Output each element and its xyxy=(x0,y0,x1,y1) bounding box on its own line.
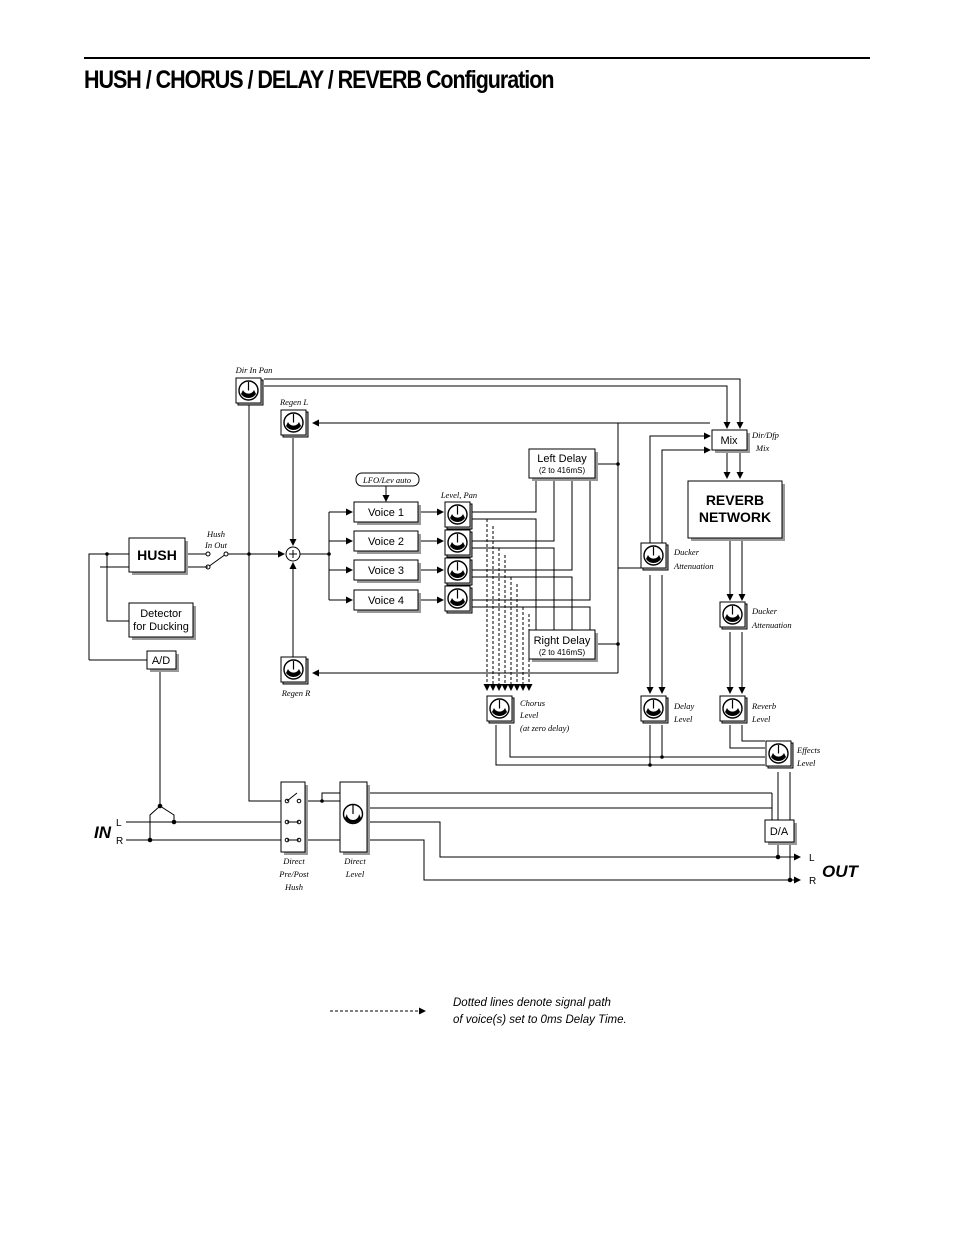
reverb-network-block: REVERB NETWORK xyxy=(687,480,785,541)
left-delay-block: Left Delay (2 to 416mS) xyxy=(528,448,598,481)
level-pan-3-knob-icon xyxy=(444,557,473,586)
hush-in-out-label-1: Hush xyxy=(206,529,225,539)
chorus-level-label-2: Level xyxy=(519,710,539,720)
right-delay-block: Right Delay (2 to 416mS) xyxy=(528,629,598,662)
direct-level-label-1: Direct xyxy=(343,856,366,866)
ducker-1-label-1: Ducker xyxy=(673,547,700,557)
voice-4-label: Voice 4 xyxy=(368,595,404,607)
legend-line-1: Dotted lines denote signal path xyxy=(453,997,611,1009)
chorus-level-knob-icon xyxy=(486,695,515,724)
ducker-1-knob-icon xyxy=(640,542,669,571)
ad-label: A/D xyxy=(152,655,170,667)
detector-label-1: Detector xyxy=(140,608,182,620)
ducker-1-label-2: Attenuation xyxy=(673,561,714,571)
mix-block: Mix xyxy=(711,429,750,453)
ducker-2-knob-icon xyxy=(719,601,748,630)
delay-level-label-2: Level xyxy=(673,714,693,724)
right-delay-range: (2 to 416mS) xyxy=(539,648,586,657)
dir-in-pan-label: Dir In Pan xyxy=(235,365,273,375)
left-delay-range: (2 to 416mS) xyxy=(539,466,586,475)
legend-line-2: of voice(s) set to 0ms Delay Time. xyxy=(453,1014,627,1026)
regen-l-label: Regen L xyxy=(279,397,308,407)
hush-in-out-label-2: In Out xyxy=(204,540,228,550)
reverb-label-2: NETWORK xyxy=(699,509,771,525)
voice-1-block: Voice 1 xyxy=(353,501,421,525)
chorus-level-label-3: (at zero delay) xyxy=(520,723,569,733)
dir-dfp-mix-label-1: Dir/Dfp xyxy=(751,430,779,440)
ad-block: A/D xyxy=(146,650,179,672)
ducker-2-label-2: Attenuation xyxy=(751,620,792,630)
regen-r-knob-icon xyxy=(280,656,309,685)
voice-2-block: Voice 2 xyxy=(353,530,421,554)
lfo-block: LFO/Lev auto xyxy=(355,472,420,487)
reverb-level-label-1: Reverb xyxy=(751,701,776,711)
effects-level-knob-icon xyxy=(765,740,794,769)
direct-level-label-2: Level xyxy=(345,869,365,879)
hush-block: HUSH xyxy=(128,537,188,575)
da-label: D/A xyxy=(770,826,789,838)
voice-1-label: Voice 1 xyxy=(368,507,404,519)
regen-l-knob-icon xyxy=(280,409,309,438)
level-pan-1-knob-icon xyxy=(444,501,473,530)
in-r-label: R xyxy=(116,836,123,847)
ducker-2-label-1: Ducker xyxy=(751,606,778,616)
level-pan-2-knob-icon xyxy=(444,529,473,558)
in-label: IN xyxy=(94,823,112,842)
hush-label: HUSH xyxy=(137,547,177,563)
out-r-label: R xyxy=(809,876,816,887)
in-l-label: L xyxy=(116,818,122,829)
level-pan-4-knob-icon xyxy=(444,585,473,614)
reverb-level-label-2: Level xyxy=(751,714,771,724)
page-title: HUSH / CHORUS / DELAY / REVERB Configura… xyxy=(84,66,554,94)
out-l-label: L xyxy=(809,853,815,864)
detector-label-2: for Ducking xyxy=(133,621,189,633)
regen-r-label: Regen R xyxy=(281,688,311,698)
left-delay-label: Left Delay xyxy=(537,453,587,465)
voice-3-block: Voice 3 xyxy=(353,559,421,583)
reverb-label-1: REVERB xyxy=(706,492,764,508)
direct-pre-post-label-1: Direct xyxy=(282,856,305,866)
top-rule xyxy=(84,57,870,59)
voice-4-block: Voice 4 xyxy=(353,589,421,613)
chorus-level-label-1: Chorus xyxy=(520,698,546,708)
out-label: OUT xyxy=(822,862,860,881)
delay-level-label-1: Delay xyxy=(673,701,695,711)
direct-level-knob-icon xyxy=(339,781,370,855)
effects-level-label-1: Effects xyxy=(796,745,821,755)
direct-pre-post-label-2: Pre/Post xyxy=(278,869,309,879)
detector-block: Detector for Ducking xyxy=(128,602,196,640)
mix-label: Mix xyxy=(720,435,738,447)
da-block: D/A xyxy=(764,819,797,845)
direct-pre-post-label-3: Hush xyxy=(284,882,303,892)
dir-dfp-mix-label-2: Mix xyxy=(755,443,769,453)
delay-level-knob-icon xyxy=(640,695,669,724)
level-pan-label: Level, Pan xyxy=(440,490,477,500)
direct-pre-post-switch xyxy=(280,781,308,855)
reverb-level-knob-icon xyxy=(719,695,748,724)
voice-2-label: Voice 2 xyxy=(368,536,404,548)
effects-level-label-2: Level xyxy=(796,758,816,768)
lfo-label: LFO/Lev auto xyxy=(362,475,411,485)
voice-3-label: Voice 3 xyxy=(368,565,404,577)
right-delay-label: Right Delay xyxy=(534,635,591,647)
dir-in-pan-knob-icon xyxy=(235,377,264,406)
